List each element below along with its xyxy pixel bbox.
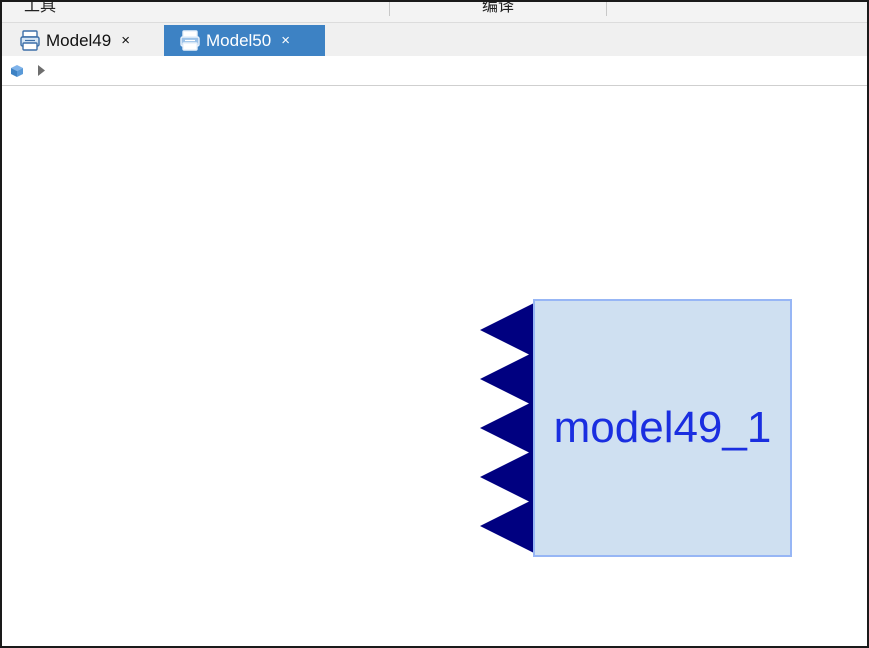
chevron-right-icon[interactable] bbox=[37, 64, 46, 77]
block-label: model49_1 bbox=[553, 403, 772, 452]
model-icon bbox=[180, 29, 200, 51]
tab-model50[interactable]: Model50 × bbox=[164, 25, 325, 56]
menu-item-tools[interactable]: 工具 bbox=[24, 0, 57, 15]
model-block[interactable]: model49_1 bbox=[533, 299, 792, 557]
menu-divider bbox=[389, 2, 390, 16]
input-port-2[interactable] bbox=[480, 352, 534, 406]
cube-icon[interactable] bbox=[10, 64, 24, 78]
diagram-canvas[interactable]: model49_1 bbox=[2, 86, 867, 646]
input-port-1[interactable] bbox=[480, 303, 534, 357]
input-port-4[interactable] bbox=[480, 450, 534, 504]
model-icon bbox=[20, 29, 40, 51]
tab-model49[interactable]: Model49 × bbox=[14, 25, 160, 56]
menu-item-compile[interactable]: 编译 bbox=[482, 0, 515, 15]
close-icon[interactable]: × bbox=[281, 32, 290, 49]
close-icon[interactable]: × bbox=[121, 32, 130, 49]
input-port-3[interactable] bbox=[480, 401, 534, 455]
breadcrumb bbox=[2, 56, 867, 86]
input-port-5[interactable] bbox=[480, 499, 534, 553]
tab-bar: Model49 × Model50 × bbox=[2, 23, 867, 56]
menu-divider bbox=[606, 2, 607, 16]
menu-bar: 工具 编译 bbox=[2, 2, 867, 23]
tab-label: Model50 bbox=[206, 30, 272, 50]
tab-label: Model49 bbox=[46, 30, 112, 50]
